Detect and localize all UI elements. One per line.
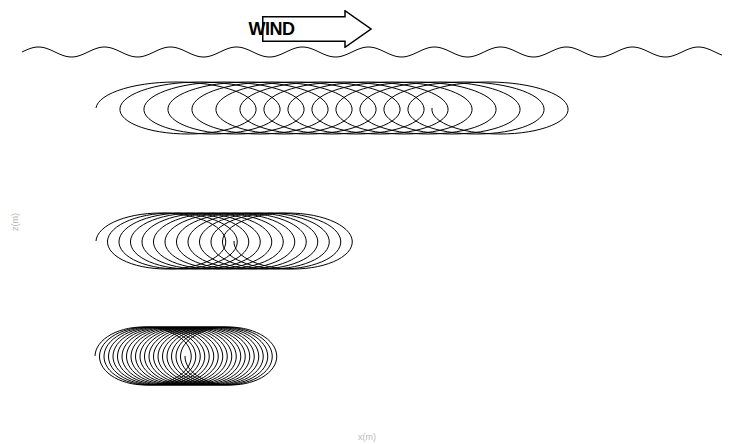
axis-label: z(m) xyxy=(10,213,20,231)
wind-arrow: WIND xyxy=(262,10,372,48)
axis-label: x(m) xyxy=(358,432,376,442)
orbit-set xyxy=(96,213,352,269)
arrow-label: WIND xyxy=(249,19,295,40)
particle-orbits xyxy=(95,82,568,385)
orbit-set xyxy=(96,82,568,134)
water-surface xyxy=(22,47,722,57)
orbit-set xyxy=(95,327,277,385)
